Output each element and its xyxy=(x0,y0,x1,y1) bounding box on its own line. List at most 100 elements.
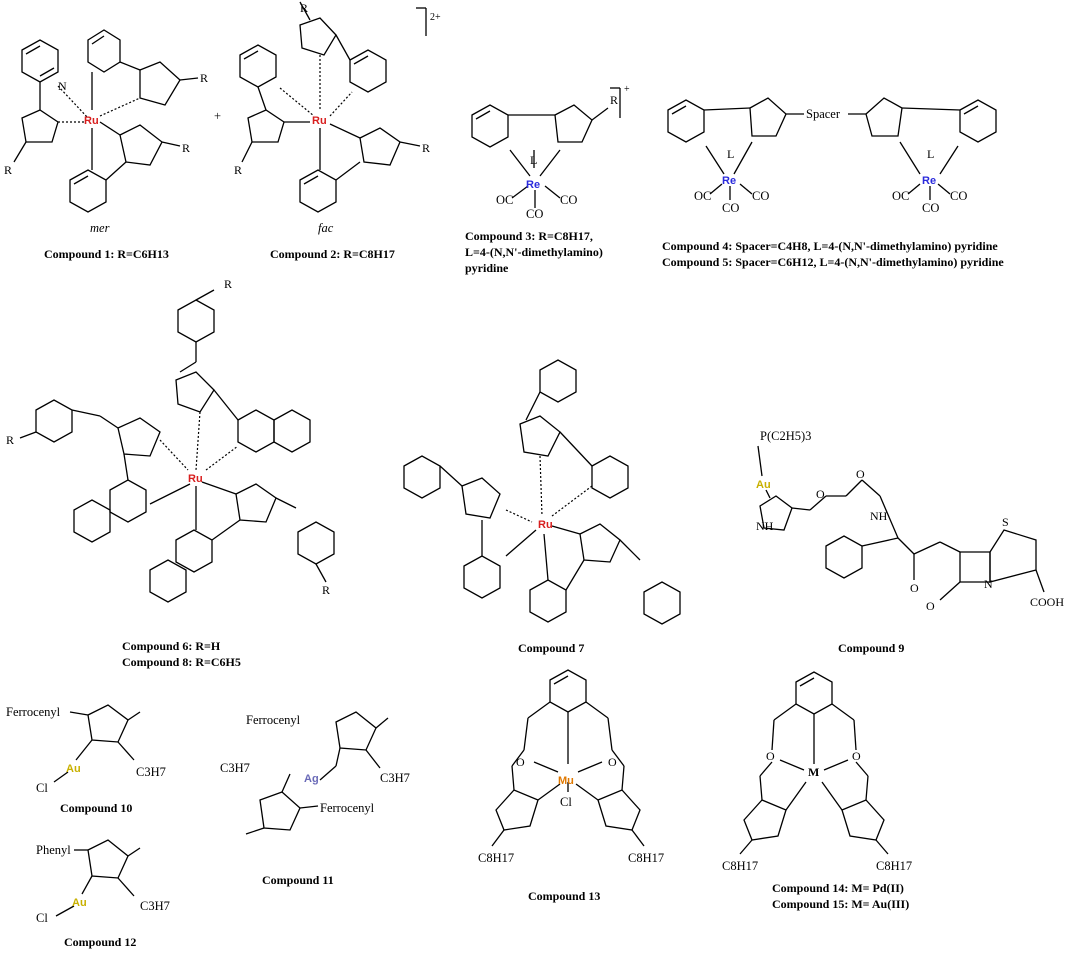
c10-caption: Compound 10 xyxy=(60,801,132,815)
c9-nnh-label: NH xyxy=(756,519,774,533)
c68-r-left: R xyxy=(6,433,14,447)
c2-charge-label: 2+ xyxy=(430,12,441,23)
compound-7-structure xyxy=(403,359,681,625)
compound-4-5-structure xyxy=(667,97,997,200)
c2-r2-label: R xyxy=(422,141,430,155)
c7-caption: Compound 7 xyxy=(518,641,584,655)
c13-metal-label: Mu xyxy=(558,775,574,787)
c10-alkyl-label: C3H7 xyxy=(136,765,166,779)
compound-13-structure xyxy=(491,669,645,847)
compound-9-structure xyxy=(757,445,1045,601)
c1-metal-label: Ru xyxy=(84,115,99,127)
c9-o3-label: O xyxy=(910,581,919,595)
c1415-alkyl-left: C8H17 xyxy=(722,859,758,873)
c45-co-left: CO xyxy=(752,189,769,203)
compound-3-structure xyxy=(471,87,621,208)
plus-sign: + xyxy=(214,109,221,123)
c11-metal-label: Ag xyxy=(304,773,319,785)
c3-r-label: R xyxy=(610,93,618,107)
compound-10-structure xyxy=(53,704,141,783)
c3-metal-label: Re xyxy=(526,179,540,191)
c1415-o-left: O xyxy=(766,749,775,763)
c10-metal-label: Au xyxy=(66,763,81,775)
c45-ligand-left: L xyxy=(727,147,734,161)
c9-o-label: O xyxy=(816,487,825,501)
c13-alkyl-right: C8H17 xyxy=(628,851,664,865)
c45-metal-left: Re xyxy=(722,175,736,187)
c3-caption-line2: L=4-(N,N'-dimethylamino) xyxy=(465,245,603,259)
c12-alkyl-label: C3H7 xyxy=(140,899,170,913)
c45-caption-line2: Compound 5: Spacer=C6H12, L=4-(N,N'-dime… xyxy=(662,255,1004,269)
c68-metal-label: Ru xyxy=(188,473,203,485)
c12-cl-label: Cl xyxy=(36,911,48,925)
c2-isomer-label: fac xyxy=(318,221,334,235)
compound-2-structure xyxy=(239,1,427,213)
c1415-o-right: O xyxy=(852,749,861,763)
c11-caption: Compound 11 xyxy=(262,873,334,887)
c68-caption-line2: Compound 8: R=C6H5 xyxy=(122,655,241,669)
c9-phosphine-label: P(C2H5)3 xyxy=(760,429,811,443)
c13-caption: Compound 13 xyxy=(528,889,600,903)
c45-oc-right: OC xyxy=(892,189,909,203)
c3-co-label-2: CO xyxy=(526,207,543,221)
compound-11-structure xyxy=(245,711,389,835)
compound-6-8-structure xyxy=(19,289,335,603)
c11-alkyl-left: C3H7 xyxy=(220,761,250,775)
c3-caption-line1: Compound 3: R=C8H17, xyxy=(465,229,593,243)
compound-14-15-structure xyxy=(739,671,889,855)
c45-co-right-2: CO xyxy=(922,201,939,215)
c11-substituent-top: Ferrocenyl xyxy=(246,713,301,727)
c9-nh-label: NH xyxy=(870,509,888,523)
c45-caption-line1: Compound 4: Spacer=C4H8, L=4-(N,N'-dimet… xyxy=(662,239,998,253)
c13-o-left: O xyxy=(516,755,525,769)
c12-caption: Compound 12 xyxy=(64,935,136,949)
c68-r-bottom: R xyxy=(322,583,330,597)
c9-cooh-label: COOH xyxy=(1030,595,1064,609)
c3-oc-label: OC xyxy=(496,193,513,207)
c45-spacer-label: Spacer xyxy=(806,107,841,121)
c1-r2-label: R xyxy=(182,141,190,155)
c1415-metal-label: M xyxy=(808,765,819,779)
c9-o2-label: O xyxy=(856,467,865,481)
c10-cl-label: Cl xyxy=(36,781,48,795)
c3-charge-label: + xyxy=(624,84,630,95)
c45-co-right: CO xyxy=(950,189,967,203)
c7-metal-label: Ru xyxy=(538,519,553,531)
c13-cl-label: Cl xyxy=(560,795,572,809)
compound-12-structure xyxy=(55,839,141,917)
c12-substituent-label: Phenyl xyxy=(36,843,71,857)
compound-1-structure xyxy=(13,29,199,213)
c45-ligand-right: L xyxy=(927,147,934,161)
c45-metal-right: Re xyxy=(922,175,936,187)
c9-metal-label: Au xyxy=(756,479,771,491)
c13-alkyl-left: C8H17 xyxy=(478,851,514,865)
c3-caption-line3: pyridine xyxy=(465,261,509,275)
c2-r1-label: R xyxy=(300,1,308,15)
c1415-caption-line2: Compound 15: M= Au(III) xyxy=(772,897,909,911)
c45-co-left-2: CO xyxy=(722,201,739,215)
c13-o-right: O xyxy=(608,755,617,769)
c1-caption: Compound 1: R=C6H13 xyxy=(44,247,169,261)
c9-s-label: S xyxy=(1002,515,1009,529)
c11-substituent-bottom: Ferrocenyl xyxy=(320,801,375,815)
c11-alkyl-right: C3H7 xyxy=(380,771,410,785)
c68-r-top: R xyxy=(224,277,232,291)
c9-caption: Compound 9 xyxy=(838,641,904,655)
c3-ligand-label: L xyxy=(530,153,537,167)
c45-oc-left: OC xyxy=(694,189,711,203)
c9-n-label: N xyxy=(984,577,993,591)
c1-n-label: N xyxy=(58,79,67,93)
c2-metal-label: Ru xyxy=(312,115,327,127)
c1-r1-label: R xyxy=(200,71,208,85)
c1415-caption-line1: Compound 14: M= Pd(II) xyxy=(772,881,904,895)
c12-metal-label: Au xyxy=(72,897,87,909)
c10-substituent-label: Ferrocenyl xyxy=(6,705,61,719)
c68-caption-line1: Compound 6: R=H xyxy=(122,639,221,653)
c1415-alkyl-right: C8H17 xyxy=(876,859,912,873)
c1-r3-label: R xyxy=(4,163,12,177)
c3-co-label: CO xyxy=(560,193,577,207)
c2-caption: Compound 2: R=C8H17 xyxy=(270,247,395,261)
c9-o4-label: O xyxy=(926,599,935,613)
c2-r3-label: R xyxy=(234,163,242,177)
